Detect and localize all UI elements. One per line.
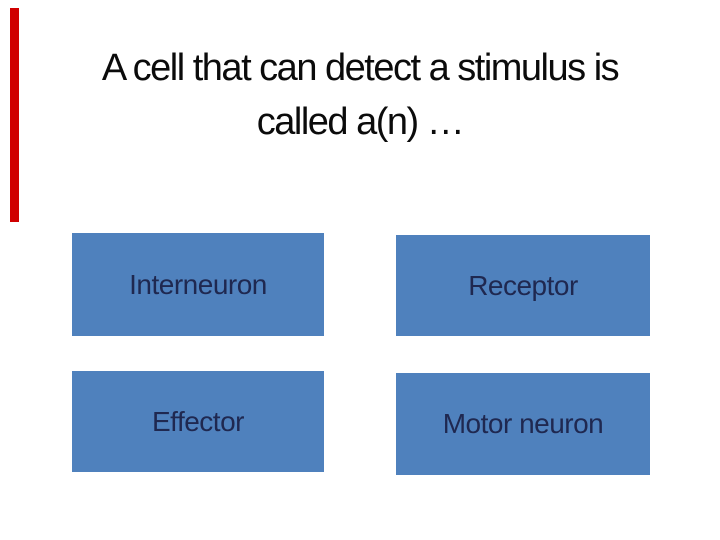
question-title-line1: A cell that can detect a stimulus is [101, 47, 620, 89]
red-accent-bar [10, 8, 19, 222]
answer-label-effector: Effector [152, 405, 244, 437]
answer-label-motor-neuron: Motor neuron [442, 408, 604, 439]
answer-button-receptor[interactable]: Receptor [396, 235, 650, 336]
answer-button-effector[interactable]: Effector [72, 371, 324, 472]
answer-button-interneuron[interactable]: Interneuron [72, 233, 324, 336]
question-title-line2: called a(n) … [256, 100, 465, 143]
answer-button-motor-neuron[interactable]: Motor neuron [396, 373, 650, 475]
question-title: A cell that can detect a stimulus is cal… [0, 42, 720, 150]
answer-label-interneuron: Interneuron [129, 268, 267, 300]
answer-label-receptor: Receptor [468, 269, 578, 301]
